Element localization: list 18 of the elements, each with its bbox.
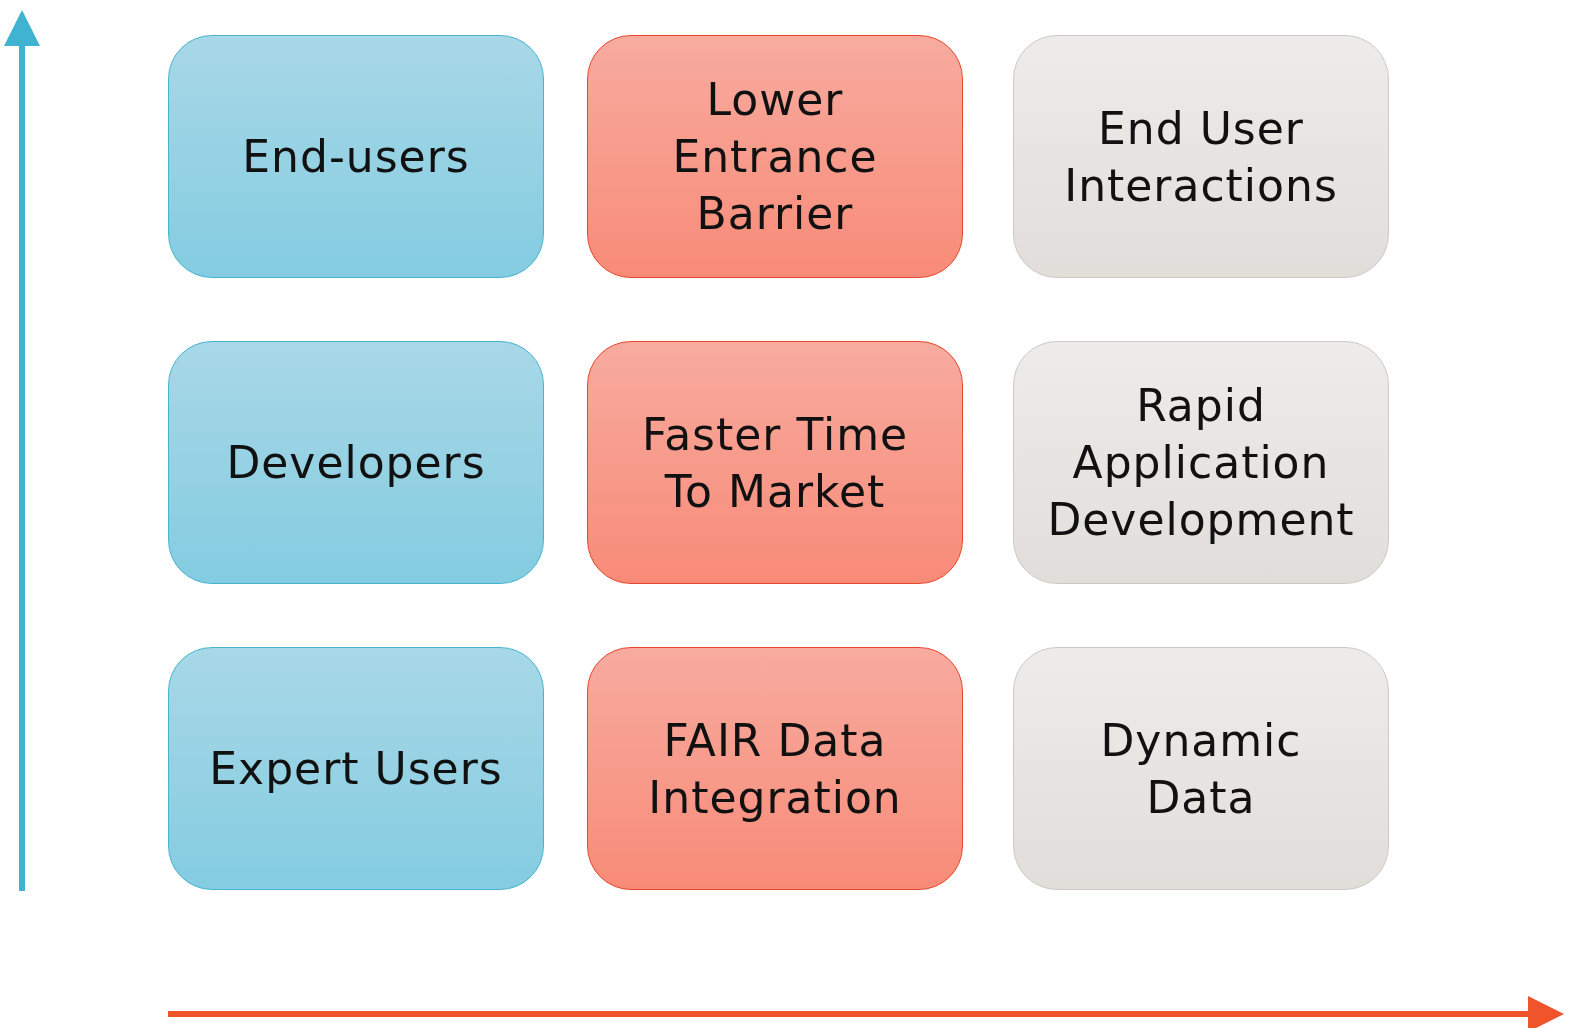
rounded-box <box>1013 647 1389 890</box>
rounded-box <box>587 341 963 584</box>
label-text: Expert Users <box>209 742 503 796</box>
rounded-box <box>168 341 544 584</box>
label-text: End-users <box>242 130 470 184</box>
rounded-box <box>168 35 544 278</box>
rounded-box <box>1013 35 1389 278</box>
rounded-box <box>587 647 963 890</box>
label-text: End User Interactions <box>1063 101 1339 213</box>
label-text: Developers <box>226 436 486 490</box>
label-text: Lower Entrance Barrier <box>671 73 879 241</box>
rounded-box <box>587 35 963 278</box>
rounded-box <box>1013 341 1389 584</box>
label-text: Dynamic Data <box>1099 713 1303 825</box>
rounded-box <box>168 647 544 890</box>
label-text: Faster Time To Market <box>640 407 910 519</box>
label-text: FAIR Data Integration <box>647 713 903 825</box>
label-text: Rapid Application Development <box>1046 379 1356 547</box>
